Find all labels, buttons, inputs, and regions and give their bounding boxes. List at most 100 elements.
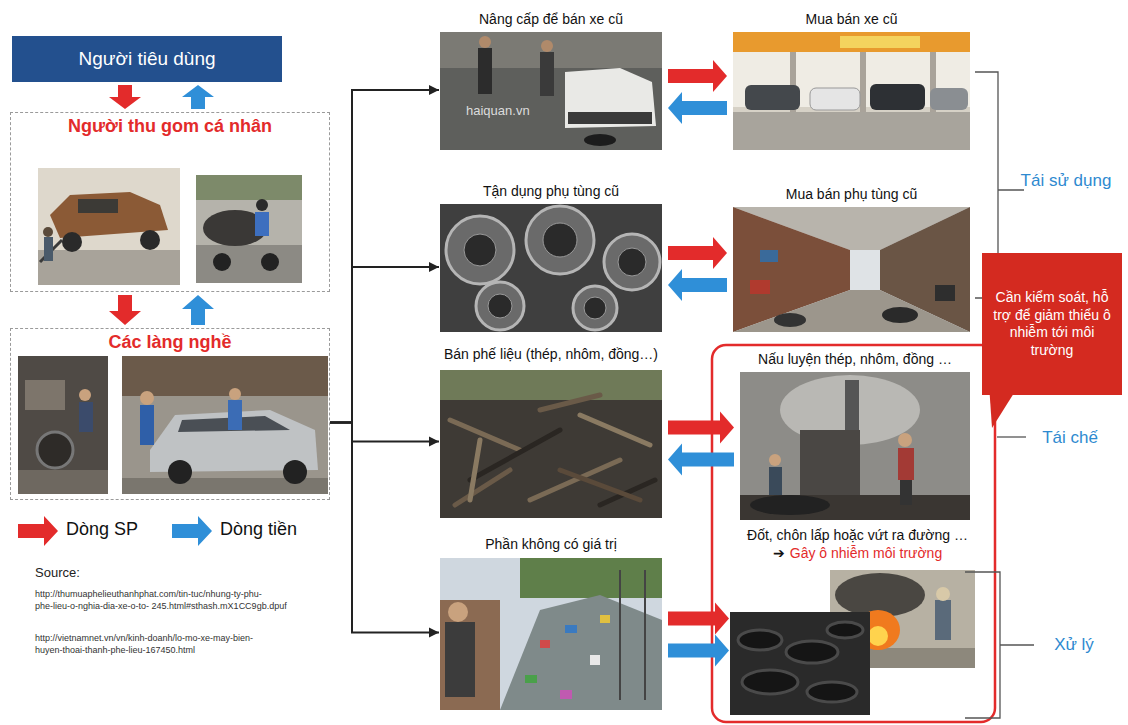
photo-used-car-shop-part [810, 88, 860, 110]
photo-smelting-part [769, 454, 781, 466]
url-part: http://thumuaphelieuthanhphat.com/tin-tu… [35, 589, 262, 599]
photo-tires-part [827, 622, 863, 638]
photo-scrap-pile-part [450, 395, 655, 505]
photo-car-upgrade-part [478, 48, 492, 94]
photo-smelting-part [740, 372, 970, 520]
photo-smelting-part [740, 495, 970, 520]
photo-scrap-pile-part-part [530, 460, 620, 500]
flow-arrow [109, 295, 141, 325]
photo-cart-car-part [140, 230, 160, 250]
flow-arrow [668, 444, 734, 476]
photo-wheel-rims-part [604, 234, 660, 290]
photo-workshop-part [18, 470, 108, 494]
photo-car-upgrade [440, 32, 662, 150]
stage-label: Tái sử dụng [1018, 170, 1114, 192]
photo-smelting-part [750, 495, 830, 515]
photo-tires-part [786, 641, 838, 663]
photo-workshop-part [79, 402, 93, 432]
photo-heading: Đốt, chôn lấp hoặc vứt ra đường … [735, 526, 980, 544]
source-url: http://thumuaphelieuthanhphat.com/tin-tu… [35, 588, 303, 612]
flow-arrow [668, 237, 727, 269]
photo-motorbike-load [196, 175, 302, 283]
photo-parts-street-part [774, 313, 806, 327]
flow-arrow [668, 269, 727, 301]
photo-scrap-pile-part-part [560, 470, 640, 500]
source-label: Source: [35, 564, 155, 581]
photo-used-car-shop-part [745, 85, 800, 110]
photo-waste-dump-part [560, 690, 572, 699]
photo-parts-street-part [760, 250, 778, 262]
process-photo: Phần không có giá trị [440, 535, 662, 710]
photo-parts-street-part [750, 280, 770, 294]
photo-parts-street [733, 207, 970, 332]
branch-connector [330, 267, 439, 423]
flow-arrow [668, 92, 727, 124]
flow-arrow [668, 603, 729, 635]
photo-waste-dump-part [440, 600, 500, 710]
watermark: haiquan.vn [466, 102, 566, 119]
photo-cart-car [38, 168, 180, 285]
photo-waste-dump-part [600, 615, 610, 623]
photo-workshop-part [18, 356, 108, 494]
photo-motorbike-load-part [261, 253, 279, 271]
photo-tires-part [742, 670, 798, 694]
photo-car-upgrade-part [440, 32, 662, 150]
photo-car-upgrade-part [584, 134, 616, 146]
flow-arrow [182, 85, 214, 109]
photo-scrap-pile-part [440, 370, 662, 518]
photo-cart-car-part [44, 237, 53, 261]
branch-connector [330, 423, 439, 442]
photo-used-car-shop-part [860, 52, 866, 112]
photo-tires-part [730, 612, 870, 715]
photo-scrap-pile-part-part [470, 440, 480, 500]
photo-smelting [740, 372, 970, 520]
stage-label: Tái chế [1028, 427, 1112, 449]
group-bracket-part [965, 572, 1034, 718]
stage-label: Xử lý [1036, 634, 1112, 656]
photo-parts-street-part [882, 307, 918, 323]
photo-scrap-pile-part-part [600, 480, 655, 505]
url-part: http://vietnamnet.vn/vn/kinh-doanh/lo-mo… [35, 633, 253, 643]
photo-waste-dump-part [540, 640, 550, 648]
photo-car-dismantling-part [140, 391, 154, 405]
photo-smelting-part [769, 467, 782, 495]
photo-workshop [18, 356, 108, 494]
box-heading: Tận dụng phụ tùng cũ [440, 182, 662, 200]
legend-text: Dòng tiền [220, 519, 297, 540]
photo-used-car-shop-part [733, 112, 970, 150]
photo-wheel-rims-part [464, 234, 496, 266]
group-bracket [965, 72, 1034, 718]
craft-village-group: Các làng nghề [10, 328, 330, 500]
recycle-photo: Nấu luyện thép, nhôm, đồng … [740, 350, 970, 520]
photo-car-dismantling-part [140, 405, 154, 445]
photo-motorbike-load-part [196, 245, 302, 283]
photo-wheel-rims-part [476, 282, 524, 330]
photo-car-dismantling-part [168, 460, 192, 484]
photo-used-car-shop [733, 32, 970, 150]
photo-burning-part [868, 626, 888, 646]
box-heading: Nâng cấp để bán xe cũ [440, 10, 662, 28]
box-heading: Bán phế liệu (thép, nhôm, đồng…) [440, 345, 662, 363]
consumer-box: Người tiêu dùng [12, 36, 282, 82]
photo-waste-dump-part [500, 595, 662, 710]
photo-wheel-rims-part [526, 206, 594, 274]
photo-tires-part [807, 682, 857, 702]
photo-wheel-rims-part [543, 223, 577, 257]
url-part: huyen-thoai-thanh-phe-lieu-167450.html [35, 645, 195, 655]
heading-line: ➔Gây ô nhiễm môi trường [735, 544, 980, 562]
photo-motorbike-load-part [196, 175, 302, 283]
box-label: Người tiêu dùng [78, 48, 215, 70]
photo-motorbike-load-part [256, 199, 268, 211]
photo-workshop-part [25, 380, 65, 410]
photo-motorbike-load-part [213, 253, 231, 271]
photo-parts-street-part [935, 285, 955, 301]
photo-parts-street-part [733, 207, 970, 332]
photo-scrap-pile-part [440, 370, 662, 400]
photo-car-upgrade-part [568, 112, 652, 124]
photo-motorbike-load-part [196, 175, 302, 200]
flow-arrow [182, 295, 214, 325]
flow-arrow [109, 85, 141, 109]
photo-car-upgrade-part [479, 36, 491, 48]
photo-wheel-rims-part [618, 248, 646, 276]
